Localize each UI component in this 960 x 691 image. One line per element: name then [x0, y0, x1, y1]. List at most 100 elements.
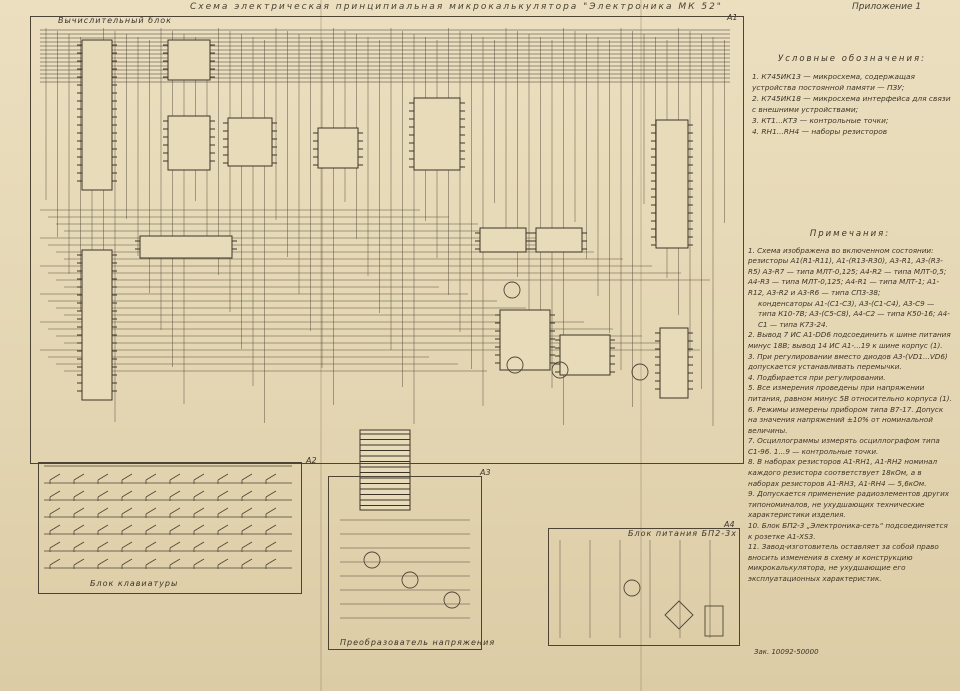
ic-chip [167, 115, 211, 171]
transistor [503, 281, 521, 299]
key-switch [169, 473, 181, 481]
note-item: 11. Завод-изготовитель оставляет за собо… [748, 542, 939, 583]
key-switch [97, 473, 109, 481]
key-switch [145, 524, 157, 532]
key-switch [193, 541, 205, 549]
key-switch [145, 473, 157, 481]
key-switch [145, 490, 157, 498]
key-switch [97, 558, 109, 566]
ic-chip [81, 249, 113, 401]
key-switch [121, 558, 133, 566]
transistor [551, 361, 569, 379]
sheet-label-a1: А1 [727, 13, 738, 22]
note-item: 8. В наборах резисторов А1-RH1, А1-RH2 н… [748, 457, 938, 488]
key-switch [49, 558, 61, 566]
key-switch [73, 490, 85, 498]
ic-chip [227, 117, 273, 167]
transistor [443, 591, 461, 609]
key-switch [73, 507, 85, 515]
legend: Условные обозначения: 1. К745ИК13 — микр… [752, 54, 952, 137]
key-switch [49, 541, 61, 549]
key-switch [241, 490, 253, 498]
key-switch [49, 473, 61, 481]
computing-block-frame [30, 16, 744, 464]
key-switch [49, 524, 61, 532]
key-switch [73, 524, 85, 532]
keyboard-block-label: Блок клавиатуры [90, 579, 179, 588]
key-switch [217, 524, 229, 532]
sheet-label-a3: А3 [480, 468, 491, 477]
note-item: 5. Все измерения проведены при напряжени… [748, 383, 952, 403]
key-switch [97, 541, 109, 549]
ic-chip [317, 127, 359, 169]
note-item: 9. Допускается применение радиоэлементов… [748, 489, 950, 520]
key-switch [73, 541, 85, 549]
legend-item: 3. КТ1...КТ3 — контрольные точки; [752, 116, 889, 125]
key-switch [169, 558, 181, 566]
ic-chip [167, 39, 211, 81]
connector [359, 429, 411, 511]
ic-chip [535, 227, 583, 253]
ic-chip [479, 227, 527, 253]
key-switch [145, 558, 157, 566]
fold-line [640, 0, 642, 691]
key-switch [193, 507, 205, 515]
key-switch [121, 473, 133, 481]
note-item: 4. Подбирается при регулировании. [748, 372, 886, 382]
legend-item: 1. К745ИК13 — микросхема, содержащая уст… [752, 72, 915, 92]
ic-chip [139, 235, 233, 259]
key-switch [121, 524, 133, 532]
key-switch [121, 490, 133, 498]
diode-bridge [664, 600, 694, 630]
key-switch [217, 473, 229, 481]
note-item: 6. Режимы измерены прибором типа В7-17. … [748, 404, 944, 435]
key-switch [265, 507, 277, 515]
key-switch [241, 524, 253, 532]
power-block-frame [548, 528, 740, 646]
key-switch [169, 507, 181, 515]
note-item: 7. Осциллограммы измерять осциллографом … [748, 436, 940, 456]
ic-chip [659, 327, 689, 399]
key-switch [241, 558, 253, 566]
key-switch [265, 541, 277, 549]
key-switch [145, 541, 157, 549]
sheet-label-a4: А4 [724, 520, 735, 529]
transistor [623, 579, 641, 597]
key-switch [193, 473, 205, 481]
transistor [631, 363, 649, 381]
key-switch [73, 473, 85, 481]
key-switch [145, 507, 157, 515]
ic-chip [81, 39, 113, 191]
key-switch [241, 507, 253, 515]
key-switch [241, 473, 253, 481]
ic-chip [559, 334, 611, 376]
power-block-label: Блок питания БП2-3х [628, 529, 737, 538]
key-switch [49, 490, 61, 498]
key-switch [97, 507, 109, 515]
note-item: 10. Блок БП2-3 „Электроника-сеть“ подсое… [748, 521, 948, 541]
transistor [363, 551, 381, 569]
key-switch [169, 490, 181, 498]
transistor [506, 356, 524, 374]
key-switch [217, 558, 229, 566]
order-number: Зак. 10092-50000 [754, 648, 819, 656]
notes-heading: Примечания: [809, 229, 891, 239]
key-switch [241, 541, 253, 549]
key-switch [97, 490, 109, 498]
key-switch [169, 524, 181, 532]
transformer [704, 605, 724, 637]
note-item: 3. При регулировании вместо диодов А3-(V… [748, 351, 948, 372]
fold-line [320, 0, 322, 691]
key-switch [193, 524, 205, 532]
key-switch [265, 473, 277, 481]
key-switch [265, 524, 277, 532]
key-switch [217, 490, 229, 498]
legend-item: 2. К745ИК18 — микросхема интерфейса для … [752, 94, 951, 114]
converter-block-frame [328, 476, 482, 650]
document-title: Схема электрическая принципиальная микро… [190, 2, 723, 12]
keyboard-block-frame [38, 462, 302, 594]
notes: Примечания: 1. Схема изображена во включ… [748, 229, 952, 585]
sheet-label-a2: А2 [306, 456, 317, 465]
key-switch [217, 541, 229, 549]
note-item: 2. Вывод 7 ИС А1-DD6 подсоединить к шине… [748, 330, 951, 350]
